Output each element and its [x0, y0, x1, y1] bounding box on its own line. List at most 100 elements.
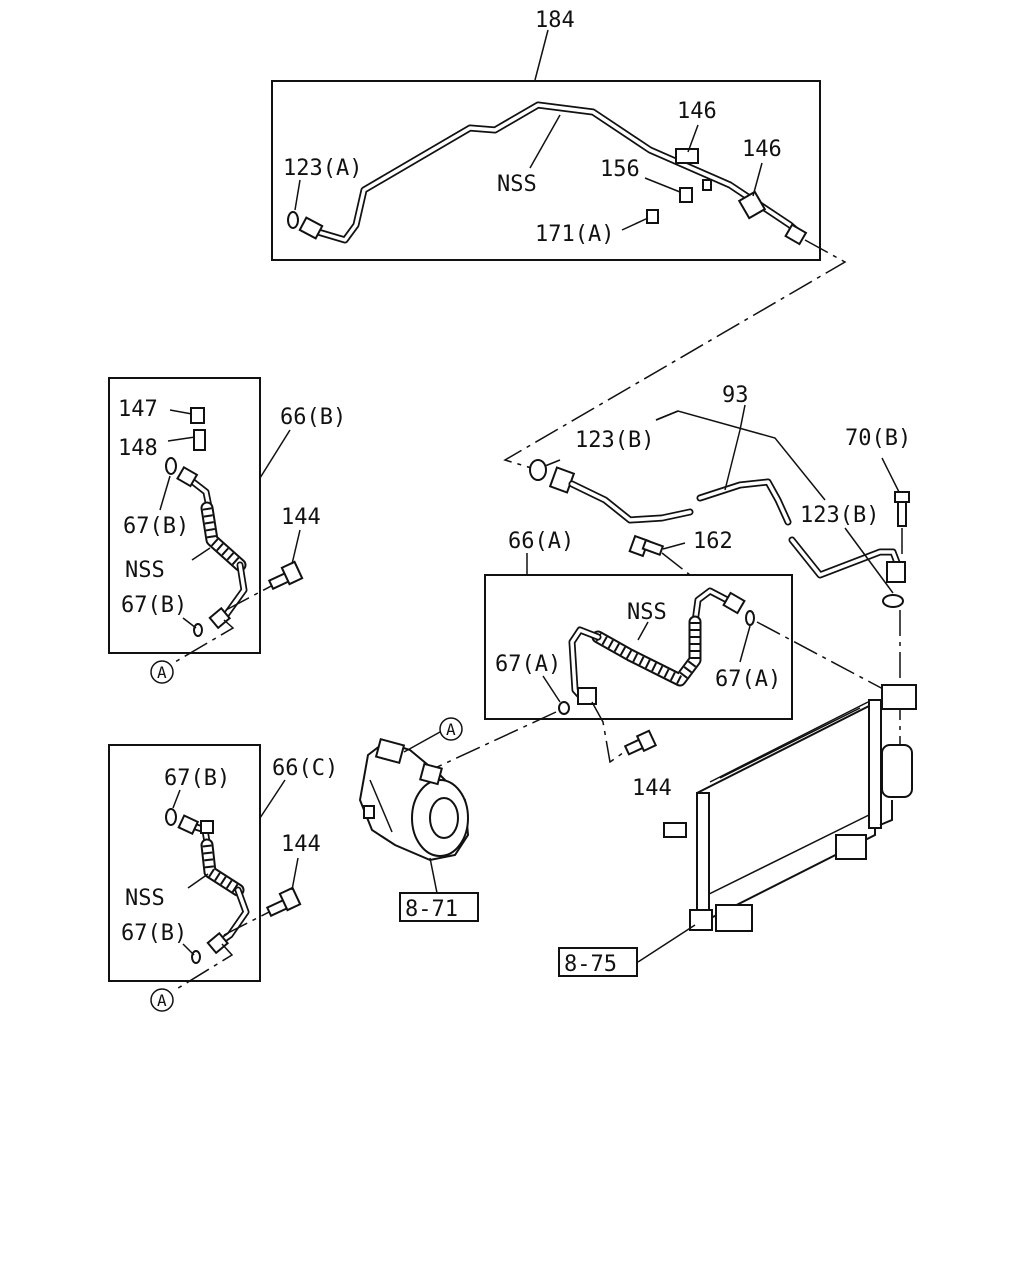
- pipe-93: [568, 478, 902, 579]
- label-67b-2: 67(B): [121, 593, 187, 618]
- leader-123b-1: [544, 459, 561, 467]
- phantom-66a-to-compressor: [419, 711, 557, 776]
- condenser-left-tank: [696, 792, 710, 922]
- fitting-66b-bottom: [208, 606, 232, 630]
- condenser-core: [696, 701, 876, 927]
- label-67b-4: 67(B): [121, 921, 187, 946]
- compressor-mount-ear: [363, 805, 375, 819]
- leader-67a-2: [739, 625, 751, 663]
- fitting-66c-valve: [200, 820, 214, 834]
- label-171a: 171(A): [535, 222, 614, 247]
- label-66b: 66(B): [280, 405, 346, 430]
- o-ring-67b-1: [165, 457, 177, 475]
- leader-compressor-a: [403, 731, 441, 753]
- condenser: [663, 684, 917, 932]
- o-ring-67a-2: [745, 610, 755, 626]
- o-ring-123b-1: [529, 459, 547, 481]
- hose-assembly-66b-box: [108, 377, 261, 654]
- label-144-c: 144: [281, 832, 321, 857]
- hose-66c: [186, 821, 250, 946]
- o-ring-123b-2: [882, 594, 904, 608]
- leader-67b-3: [172, 789, 181, 809]
- pipe-93-group: [529, 404, 910, 760]
- condenser-top-block: [881, 684, 917, 710]
- leader-184: [534, 29, 549, 81]
- leader-171a: [621, 217, 649, 231]
- o-ring-67a-1: [558, 701, 570, 715]
- leader-156: [644, 177, 681, 193]
- valve-core: [702, 179, 712, 191]
- compressor: [358, 737, 470, 862]
- label-123b-1: 123(B): [575, 428, 654, 453]
- leader-93: [739, 404, 746, 431]
- leader-123b-2: [844, 527, 894, 594]
- label-93: 93: [722, 383, 749, 408]
- ref-box-8-71: [399, 892, 479, 922]
- pipe-assembly-184-box: [271, 80, 821, 261]
- valve-148: [193, 429, 206, 451]
- compressor-body-line: [369, 779, 393, 833]
- label-123b-2: 123(B): [800, 503, 879, 528]
- label-144-b: 144: [281, 505, 321, 530]
- hose-assembly-66a-box: [484, 574, 793, 720]
- leader-67b-4: [182, 943, 195, 956]
- bolt-162: [628, 534, 665, 558]
- leader-70b: [881, 457, 900, 493]
- fitting-nut-left: [298, 216, 324, 240]
- label-67b-3: 67(B): [164, 766, 230, 791]
- o-ring-67b-2: [193, 623, 203, 637]
- svg-text:A: A: [157, 991, 167, 1010]
- label-66a: 66(A): [508, 529, 574, 554]
- svg-text:A: A: [446, 720, 456, 739]
- clip-146-a: [675, 148, 699, 164]
- fitting-93-left: [548, 466, 576, 494]
- receiver-pipe: [879, 800, 893, 826]
- leader-67b-1: [159, 475, 171, 511]
- receiver-drier: [881, 744, 913, 798]
- hose-66a: [568, 587, 737, 704]
- leader-144-c: [291, 857, 299, 891]
- label-nss-top: NSS: [497, 172, 537, 197]
- label-66c: 66(C): [272, 756, 338, 781]
- condenser-bottom-edge: [696, 811, 876, 901]
- label-nss-c: NSS: [125, 886, 165, 911]
- phantom-144-b: [225, 583, 276, 611]
- compressor-clutch-hub: [429, 797, 459, 839]
- cap-147: [190, 407, 205, 424]
- marker-a-3: A: [439, 717, 463, 741]
- leader-146b: [752, 162, 763, 197]
- condenser-fin-1: [709, 701, 869, 783]
- bolt-144-b: [267, 560, 304, 591]
- phantom-144-a: [591, 701, 631, 764]
- leader-8-75: [637, 924, 696, 963]
- phantom-162: [661, 552, 691, 576]
- label-nss-b: NSS: [125, 558, 165, 583]
- bracket-93-mid: [724, 429, 741, 491]
- leader-147: [169, 409, 193, 415]
- bolt-144-c: [265, 886, 302, 918]
- compressor-port-2: [419, 762, 443, 786]
- leader-123a: [294, 179, 301, 211]
- o-ring-67b-3: [165, 808, 177, 826]
- connection-line-184-to-93: [503, 239, 847, 471]
- label-123a: 123(A): [283, 156, 362, 181]
- leader-66b: [259, 429, 291, 479]
- leader-66c: [259, 779, 286, 819]
- condenser-bracket-bottom-left: [715, 904, 753, 932]
- label-146-b: 146: [742, 137, 782, 162]
- leader-nss-c: [187, 873, 209, 889]
- fitting-nut-right: [784, 223, 808, 246]
- svg-text:A: A: [157, 663, 167, 682]
- hose-assembly-66c-box: [108, 744, 261, 982]
- label-144-a: 144: [632, 776, 672, 801]
- clip-146-b: [737, 190, 767, 220]
- hose-66b: [184, 474, 248, 624]
- bolt-144-a: [623, 729, 658, 756]
- leader-146a: [687, 124, 699, 153]
- leader-67a-1: [542, 675, 561, 703]
- marker-a-2: A: [150, 988, 174, 1012]
- pipe-assembly-184-group: [271, 29, 821, 261]
- hose-assembly-66a-group: [419, 534, 886, 776]
- label-156: 156: [600, 157, 640, 182]
